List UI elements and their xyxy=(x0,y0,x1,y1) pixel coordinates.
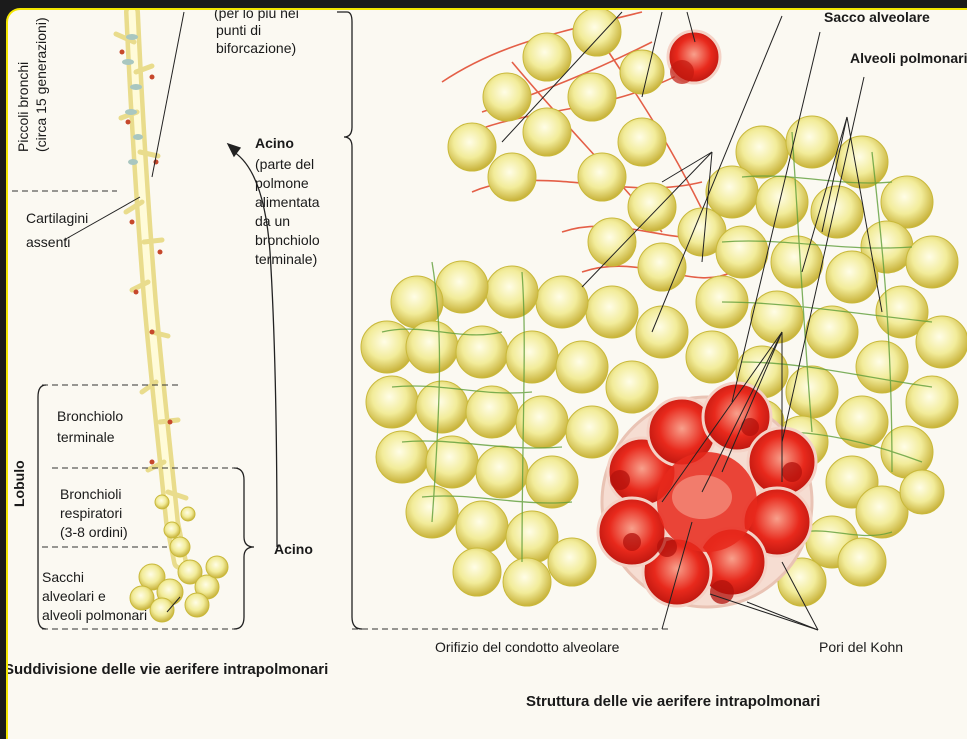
label-bronchiolo-1: Bronchiolo xyxy=(57,408,123,424)
label-bronchiolo-2: terminale xyxy=(57,429,115,445)
label-piccoli-bronchi: Piccoli bronchi xyxy=(15,62,31,152)
label-acino-def-5: bronchiolo xyxy=(255,232,320,248)
label-sacchi-1: Sacchi xyxy=(42,569,84,585)
label-circa-generazioni: (circa 15 generazioni) xyxy=(33,17,49,152)
label-bronchioli-3: (3-8 ordini) xyxy=(60,524,128,540)
label-acino-def-6: terminale) xyxy=(255,251,317,267)
label-sacco-alveolare: Sacco alveolare xyxy=(824,10,930,25)
label-acino-def-1: (parte del xyxy=(255,156,314,172)
label-lobulo: Lobulo xyxy=(11,460,27,507)
label-orifizio: Orifizio del condotto alveolare xyxy=(435,639,620,655)
label-biforcazione-line3: biforcazione) xyxy=(216,40,296,56)
label-bronchioli-2: respiratori xyxy=(60,505,122,521)
label-acino-def-2: polmone xyxy=(255,175,309,191)
caption-right: Struttura delle vie aerifere intrapolmon… xyxy=(526,693,820,710)
label-acino-def-3: alimentata xyxy=(255,194,320,210)
label-biforcazione-line2: punti di xyxy=(216,22,261,38)
alveolar-structure xyxy=(361,10,967,630)
label-sacchi-2: alveolari e xyxy=(42,588,106,604)
label-biforcazione-line1: (per lo più nei xyxy=(214,10,299,21)
label-sacchi-3: alveoli polmonari xyxy=(42,607,147,623)
illustration-page: (per lo più nei punti di biforcazione) P… xyxy=(6,8,967,739)
label-bronchioli-1: Bronchioli xyxy=(60,486,121,502)
label-pori-kohn: Pori del Kohn xyxy=(819,639,903,655)
bronchial-tree xyxy=(116,12,228,622)
label-alveoli-polmonari: Alveoli polmonari xyxy=(850,50,967,66)
label-acino-title: Acino xyxy=(255,135,294,151)
label-acino-bracket: Acino xyxy=(274,541,313,557)
label-cartilagini: Cartilagini xyxy=(26,210,88,226)
label-assenti: assenti xyxy=(26,234,70,250)
caption-left: Suddivisione delle vie aerifere intrapol… xyxy=(8,661,328,678)
label-acino-def-4: da un xyxy=(255,213,290,229)
airway-diagram: (per lo più nei punti di biforcazione) P… xyxy=(8,10,967,739)
